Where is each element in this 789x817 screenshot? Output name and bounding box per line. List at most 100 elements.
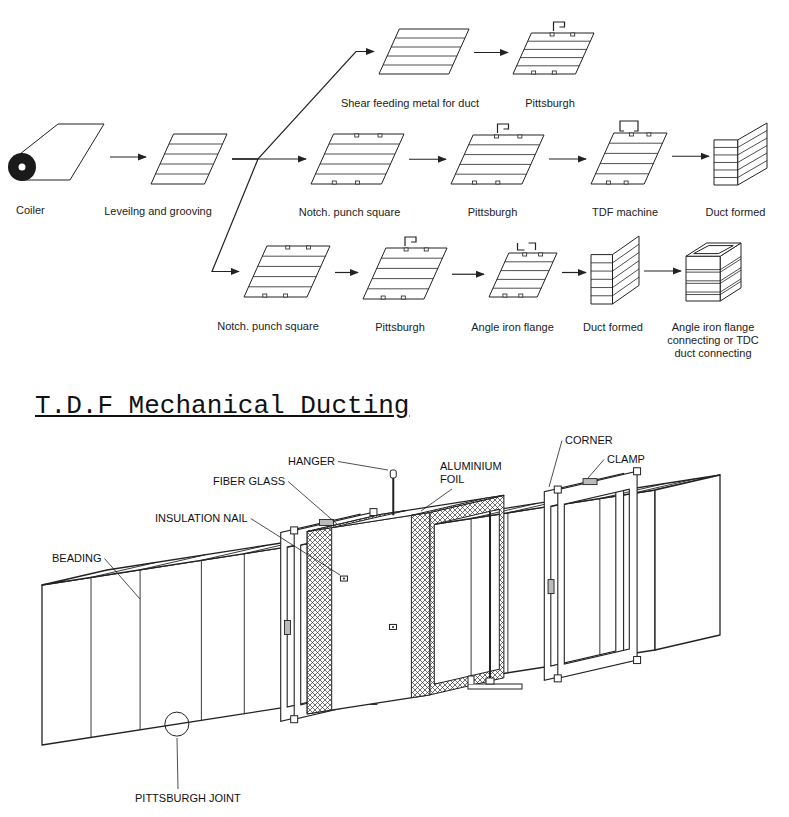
part-label: ALUMINIUM FOIL [440,460,510,486]
icon-group [244,246,330,297]
notch-mark [332,181,336,184]
hanger-rod [489,512,491,684]
step-icon [450,120,545,185]
groove-line [391,47,461,48]
notch-mark [539,253,543,256]
flange-ring [686,269,720,270]
groove-line [596,173,649,174]
flange-corner [554,486,561,493]
leader-line [421,489,452,511]
icon-group [363,237,447,299]
notch-mark [494,135,498,138]
part-label: PITTSBURGH JOINT [135,792,241,805]
groove-line [469,144,540,145]
duct-panel [613,236,640,304]
notch-mark [647,133,651,136]
rung-line [591,271,613,272]
icon-group [489,243,557,297]
flow-arrow [335,272,358,273]
groove-line [377,268,438,269]
process-step: Pittsburgh [440,120,545,219]
groove-line [605,153,658,154]
beading-line [201,545,266,560]
process-step: Coiler [6,120,106,217]
leader-line [588,460,604,479]
step-icon [378,28,470,75]
rung-line [591,287,613,288]
icon-group [513,22,594,74]
duct-opening [694,246,734,254]
process-step: Angle iron flange connecting or TDC duct… [656,242,770,360]
rung-line [714,162,738,163]
flow-arrow [212,159,258,272]
process-step: Notch. punch square [292,133,407,219]
step-caption: Leveilng and grooving [104,205,212,218]
notch-mark [518,135,522,138]
sheet-outline [591,133,667,184]
pittsburgh-glyph [405,237,416,246]
step-icon [685,242,742,302]
icon-group [151,134,227,184]
sheet-outline [244,246,330,297]
flow-arrow [409,159,446,160]
step-caption: Shear feeding metal for duct [341,97,479,110]
step-caption: Angle iron flange connecting or TDC duct… [656,321,770,360]
angle-glyph [518,243,536,250]
rung-line [738,161,767,178]
tdf-glyph [620,121,638,131]
notch-mark [404,248,408,251]
flange-corner [634,468,641,475]
flange-ring [686,283,720,284]
notch-mark [381,296,385,299]
beading-line [140,570,141,730]
part-label: INSULATION NAIL [155,512,248,525]
step-caption: Coiler [16,204,45,217]
part-label: CLAMP [607,453,645,466]
step-icon [590,118,668,185]
flange-corner [554,675,561,682]
pittsburgh-glyph [498,124,509,133]
hanger-nut [486,678,494,684]
icon-group [591,121,667,184]
duct-end [655,475,720,650]
groove-line [329,144,400,145]
groove-line [368,288,429,289]
groove-line [497,279,545,280]
rung-line [738,138,767,155]
flange-ring [686,272,720,273]
flange-ring [720,256,741,269]
flow-arrow [474,52,508,53]
groove-line [520,57,583,58]
insulation-nail [389,624,396,629]
rung-line [591,279,613,280]
beading-line [630,479,695,494]
rung-line [738,146,767,163]
step-icon [362,233,448,300]
groove-line [383,65,453,66]
hanger-rod [392,476,394,515]
process-step: Pittsburgh [350,233,450,334]
notch-mark [552,71,556,74]
sheet-outline [379,29,469,74]
flange-ring [720,281,741,294]
notch-mark [378,134,382,137]
nail-head [343,578,345,580]
rung-line [613,277,640,296]
notch-mark [401,296,405,299]
sheet-outline [451,135,544,184]
icon-group [714,123,767,185]
pittsburgh-joint-marker [165,712,189,736]
process-step: Duct formed [578,235,648,334]
step-caption: Pittsburgh [375,321,425,334]
support-angle [468,684,522,689]
rung-line [613,261,640,280]
groove-line [528,41,591,42]
flow-arrow [562,272,586,273]
rung-line [613,252,640,271]
notch-mark [496,181,500,184]
notch-mark [523,253,527,256]
icon-group [686,243,741,301]
flow-arrow [644,270,681,271]
sheet-outline [151,134,227,184]
groove-line [253,276,316,277]
